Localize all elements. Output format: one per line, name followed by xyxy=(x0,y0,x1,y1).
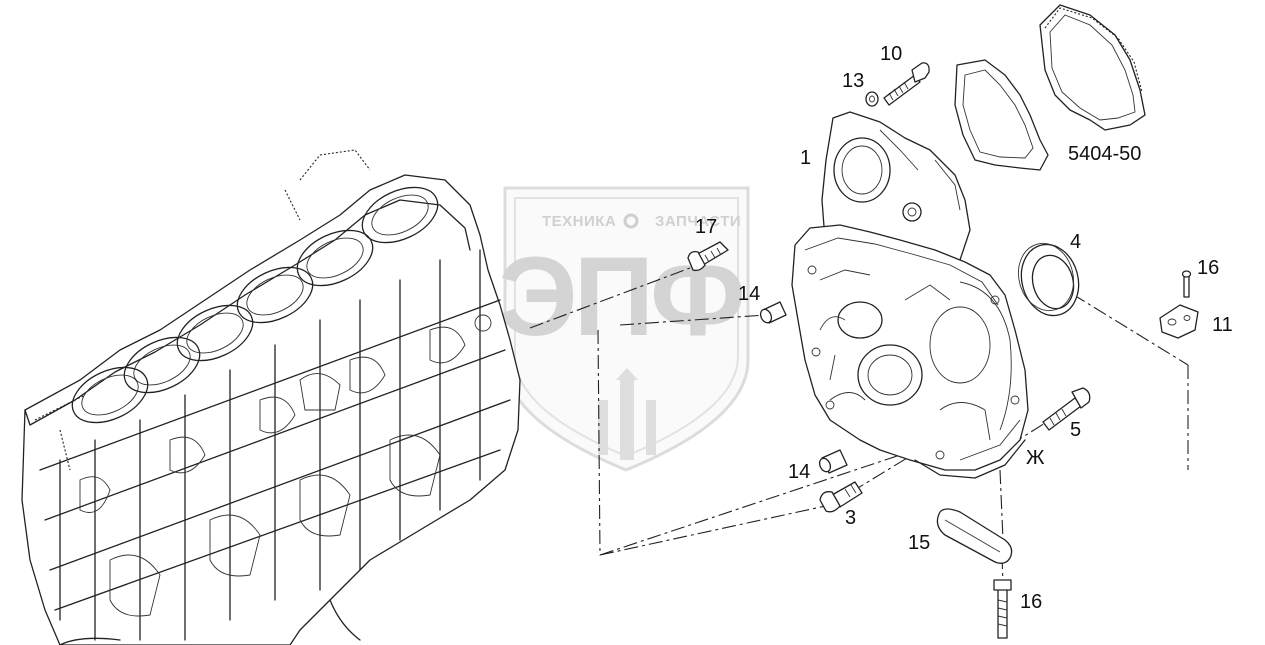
watermark-logo: ТЕХНИКА ЗАПЧАСТИ ЭПФ xyxy=(498,186,750,472)
flywheel-housing xyxy=(791,111,1029,479)
callout-14-upper: 14 xyxy=(738,283,760,305)
gear-icon xyxy=(623,213,639,229)
callout-marker: Ж xyxy=(1026,447,1045,469)
dowel-14-upper xyxy=(759,301,787,324)
dowel-14-lower xyxy=(818,449,848,474)
callout-labels: 10 13 1 5404-50 4 16 11 17 14 5 Ж 14 3 1… xyxy=(695,43,1233,613)
diagram-code: 5404-50 xyxy=(1068,143,1141,165)
bolt-16-upper xyxy=(1181,270,1192,298)
cylinder-bores xyxy=(71,186,439,424)
engine-block xyxy=(21,149,521,645)
callout-3: 3 xyxy=(845,507,856,529)
callout-5: 5 xyxy=(1070,419,1081,441)
bolt-10 xyxy=(883,62,930,106)
callout-10: 10 xyxy=(880,43,902,65)
callout-1: 1 xyxy=(800,147,811,169)
washer-13 xyxy=(865,91,879,107)
callout-17: 17 xyxy=(695,216,717,238)
callout-14-lower: 14 xyxy=(788,461,810,483)
gasket-small xyxy=(954,59,1049,171)
seal-ring xyxy=(1018,242,1080,317)
callout-13: 13 xyxy=(842,70,864,92)
block-ribs xyxy=(39,249,511,641)
callout-16-lower: 16 xyxy=(1020,591,1042,613)
bolt-5 xyxy=(1042,387,1091,431)
cover-plate-15 xyxy=(936,508,1013,564)
watermark-text-right: ЗАПЧАСТИ xyxy=(655,213,741,230)
watermark-text-left: ТЕХНИКА xyxy=(542,213,616,230)
callout-15: 15 xyxy=(908,532,930,554)
bolt-17 xyxy=(687,241,729,272)
bolt-3 xyxy=(819,481,863,513)
callout-11: 11 xyxy=(1212,314,1233,336)
callout-16-upper: 16 xyxy=(1197,257,1219,279)
bracket-11 xyxy=(1159,304,1199,339)
wheat-icon xyxy=(598,368,656,460)
gasket-large xyxy=(1039,4,1146,131)
bolt-16-lower xyxy=(993,579,1012,639)
callout-4: 4 xyxy=(1070,231,1081,253)
